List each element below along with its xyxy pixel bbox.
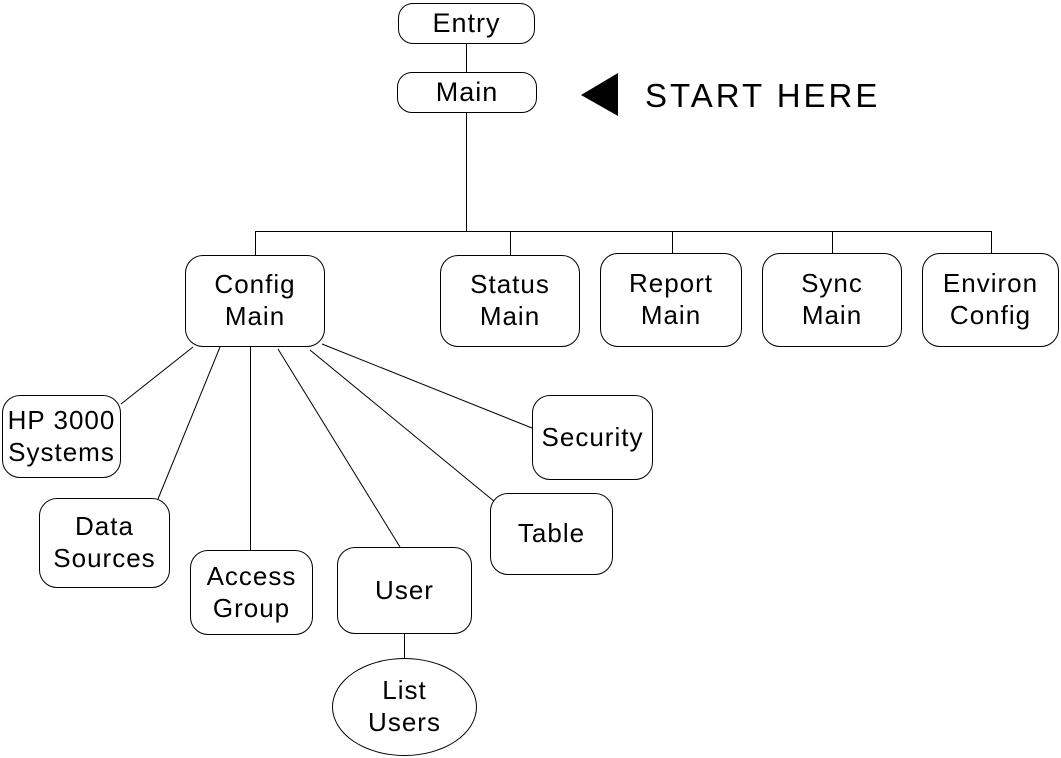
start-here-label: START HERE [645,77,881,114]
node-report-main: Report Main [600,253,742,347]
node-list-users: List Users [332,658,477,756]
node-config-main: Config Main [185,255,325,347]
node-status-main: Status Main [440,255,580,347]
node-hp-3000-systems: HP 3000 Systems [2,395,121,478]
start-here-arrow-icon [581,73,618,116]
node-main: Main [397,72,537,113]
node-security: Security [532,395,653,480]
node-data-sources: Data Sources [39,498,170,588]
node-user: User [337,547,472,634]
node-sync-main: Sync Main [762,253,902,347]
node-entry: Entry [398,3,535,44]
node-access-group: Access Group [190,550,313,635]
node-environ-config: Environ Config [922,253,1059,347]
node-table: Table [490,493,613,575]
